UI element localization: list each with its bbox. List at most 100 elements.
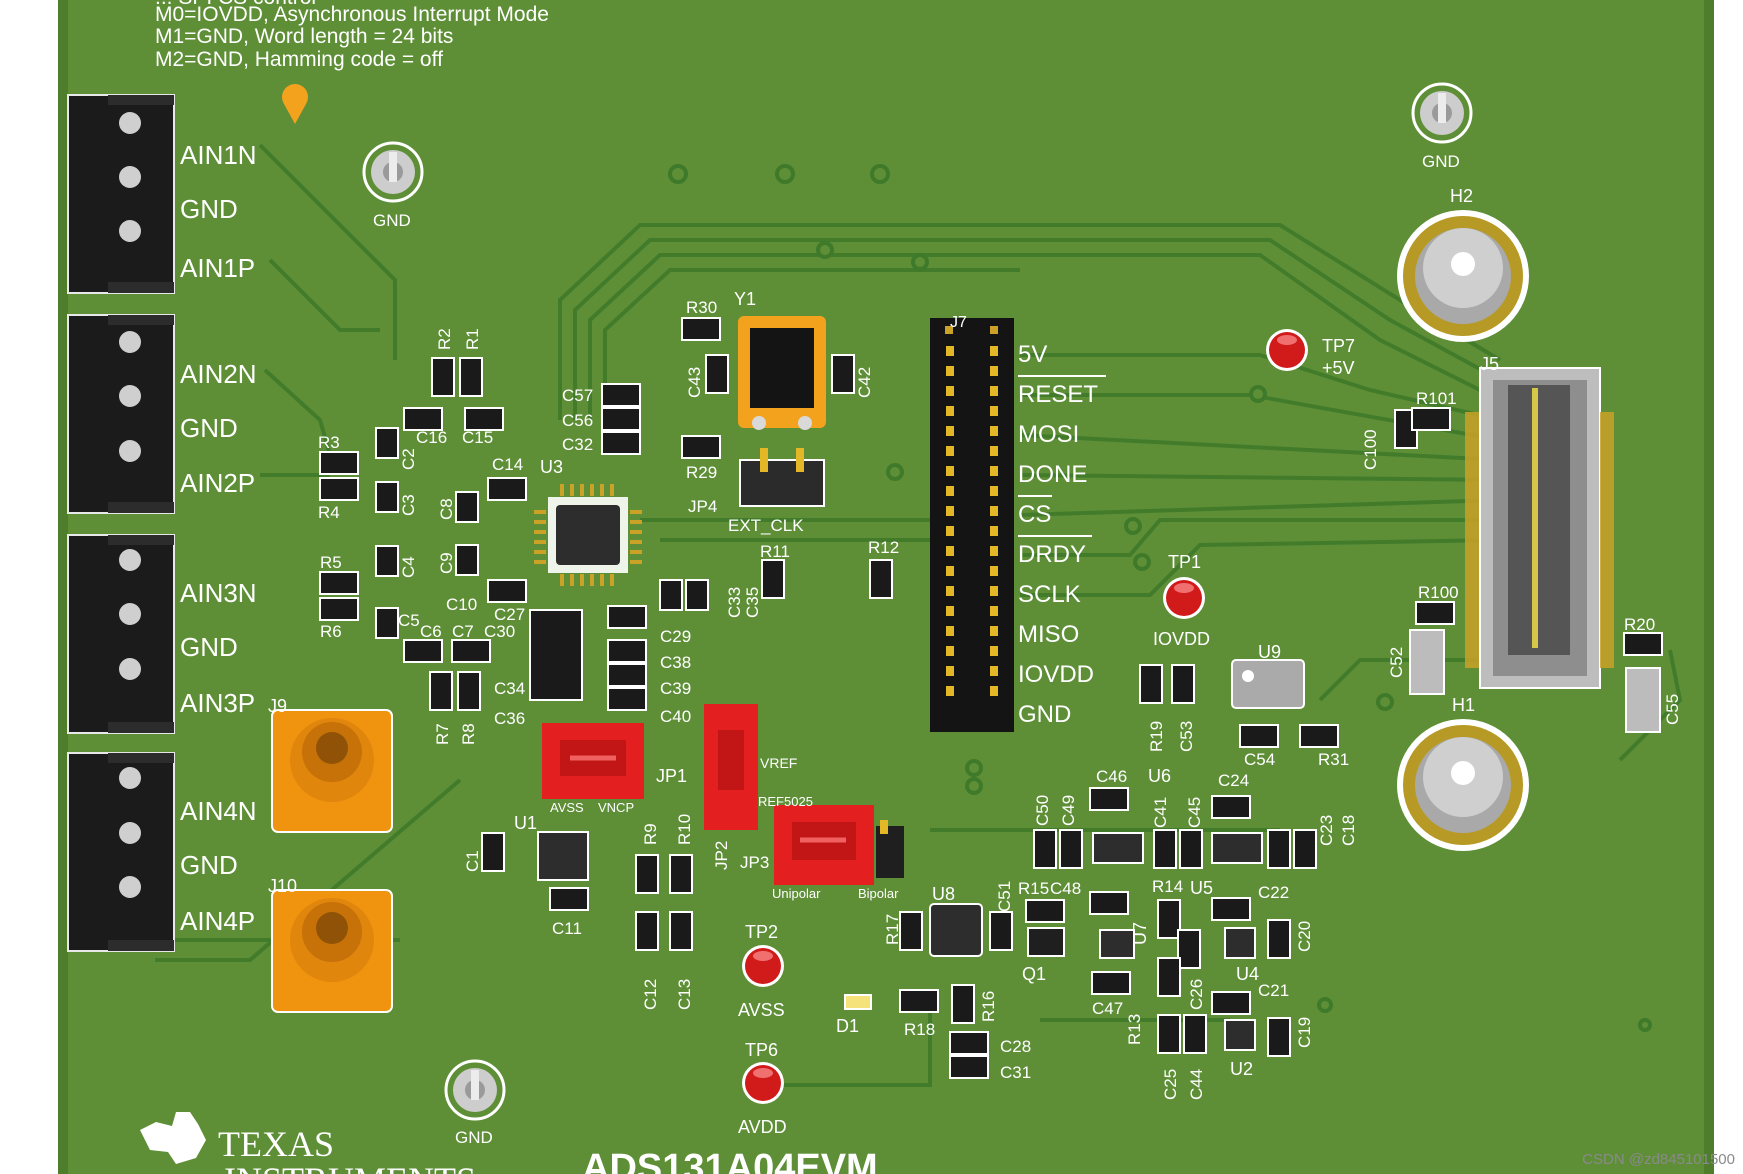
header-pin-labels: 5V RESET MOSI DONE CS DRDY SCLK MISO IOV… xyxy=(1018,341,1106,728)
jp2-label: JP2 xyxy=(712,841,731,870)
label-r30: R30 xyxy=(686,298,717,317)
watermark: CSDN @zd845101500 xyxy=(1582,1151,1735,1168)
label-c25: C25 xyxy=(1161,1069,1180,1100)
jp4-label: JP4 xyxy=(688,497,717,516)
label-c5: C5 xyxy=(398,611,420,630)
cap-c52 xyxy=(1409,629,1445,695)
label-c49: C49 xyxy=(1059,795,1078,826)
label-c46: C46 xyxy=(1096,767,1127,786)
label-c10: C10 xyxy=(446,595,477,614)
label-c23: C23 xyxy=(1317,815,1336,846)
label-d1: D1 xyxy=(836,1016,859,1036)
gnd-post-2-label: GND xyxy=(1422,152,1460,171)
gnd-post-1-label: GND xyxy=(373,211,411,230)
ic-u7 xyxy=(1099,929,1135,959)
label-c34: C34 xyxy=(494,679,525,698)
ti-logo: TEXAS INSTRUMENTS xyxy=(140,1112,476,1174)
label-ain3n: AIN3N xyxy=(180,578,257,608)
tp2-sub: AVSS xyxy=(738,1000,785,1020)
label-c21: C21 xyxy=(1258,981,1289,1000)
label-r31: R31 xyxy=(1318,750,1349,769)
label-c3: C3 xyxy=(399,494,418,516)
led-d1 xyxy=(844,994,872,1010)
label-c31: C31 xyxy=(1000,1063,1031,1082)
label-gnd-3: GND xyxy=(180,632,238,662)
label-r7: R7 xyxy=(433,723,452,745)
label-c9: C9 xyxy=(437,552,456,574)
ic-u6 xyxy=(1092,832,1144,864)
label-r3: R3 xyxy=(318,433,340,452)
note-m2: M2=GND, Hamming code = off xyxy=(155,48,443,71)
label-ain4n: AIN4N xyxy=(180,796,257,826)
terminal-block-3 xyxy=(67,534,175,734)
label-r1: R1 xyxy=(463,328,482,350)
note-partial: ... SPI CS control xyxy=(155,0,316,9)
passives xyxy=(319,317,1663,1079)
coax-j10: J10 xyxy=(268,876,393,1013)
location-pin-icon xyxy=(282,84,308,124)
label-c43: C43 xyxy=(685,367,704,398)
ic-q1 xyxy=(1027,927,1065,957)
label-r20: R20 xyxy=(1624,615,1655,634)
label-c8: C8 xyxy=(437,498,456,520)
label-c11: C11 xyxy=(552,919,582,938)
label-c13: C13 xyxy=(675,979,694,1010)
gnd-post-3-label: GND xyxy=(455,1128,493,1147)
coax-j9: J9 xyxy=(268,696,393,833)
jp1-left: AVSS xyxy=(550,800,584,815)
gnd-post-1: GND xyxy=(362,141,424,230)
gnd-post-3: GND xyxy=(444,1059,506,1147)
label-u5: U5 xyxy=(1190,878,1213,898)
label-c40: C40 xyxy=(660,707,691,726)
small-ics xyxy=(537,629,1661,1051)
tp1: TP1 IOVDD xyxy=(1153,552,1210,649)
ic-u8 xyxy=(929,903,983,957)
label-c6: C6 xyxy=(420,622,442,641)
pin-reset: RESET xyxy=(1018,381,1098,408)
terminal-block-4 xyxy=(67,752,175,952)
jp3-label: JP3 xyxy=(740,853,769,872)
label-u6: U6 xyxy=(1148,766,1171,786)
label-c1: C1 xyxy=(463,850,482,872)
pin-sclk: SCLK xyxy=(1018,581,1081,608)
coax-j9-label: J9 xyxy=(268,696,287,716)
texas-instruments-icon xyxy=(140,1112,206,1164)
label-ain1p: AIN1P xyxy=(180,253,255,283)
label-c19: C19 xyxy=(1295,1017,1314,1048)
label-c35: C35 xyxy=(743,587,762,618)
label-r12: R12 xyxy=(868,538,899,557)
label-r8: R8 xyxy=(459,723,478,745)
jumpers-red xyxy=(542,704,904,885)
label-r18: R18 xyxy=(904,1020,935,1039)
ic-labels: U3 U1 U6 U5 U9 U8 U7 U4 U2 Y1 Q1 D1 xyxy=(514,289,1281,1079)
ic-u4 xyxy=(1224,927,1256,959)
hole-h2-label: H2 xyxy=(1450,186,1473,206)
jumper-jp3 xyxy=(774,805,904,885)
label-r101: R101 xyxy=(1416,389,1457,408)
tp6-sub: AVDD xyxy=(738,1117,787,1137)
jumper-labels: JP1 AVSS VNCP VREF REF5025 JP2 JP3 Unipo… xyxy=(550,497,899,901)
pin-iovdd: IOVDD xyxy=(1018,661,1094,688)
mounting-holes: H2 H1 xyxy=(1397,186,1529,851)
label-u1: U1 xyxy=(514,813,537,833)
label-c20: C20 xyxy=(1295,921,1314,952)
label-c51: C51 xyxy=(995,881,1014,912)
label-c47: C47 xyxy=(1092,999,1123,1018)
label-c12: C12 xyxy=(641,979,660,1010)
label-c39: C39 xyxy=(660,679,691,698)
pin-drdy: DRDY xyxy=(1018,541,1086,568)
refdes-labels: R1 R2 R3 R4 R5 R6 R7 R8 R9 R10 R11 R12 R… xyxy=(318,298,1682,1100)
pin-gnd: GND xyxy=(1018,701,1071,728)
terminal-labels: AIN1N GND AIN1P AIN2N GND AIN2P AIN3N GN… xyxy=(180,140,257,936)
jp2-bottom: REF5025 xyxy=(758,794,813,809)
label-r100: R100 xyxy=(1418,583,1459,602)
label-c28: C28 xyxy=(1000,1037,1031,1056)
label-c2: C2 xyxy=(399,448,418,470)
label-c32: C32 xyxy=(562,435,593,454)
label-r29: R29 xyxy=(686,463,717,482)
label-c41: C41 xyxy=(1151,797,1170,828)
label-c29: C29 xyxy=(660,627,691,646)
label-c16: C16 xyxy=(416,428,447,447)
label-c53: C53 xyxy=(1177,721,1196,752)
